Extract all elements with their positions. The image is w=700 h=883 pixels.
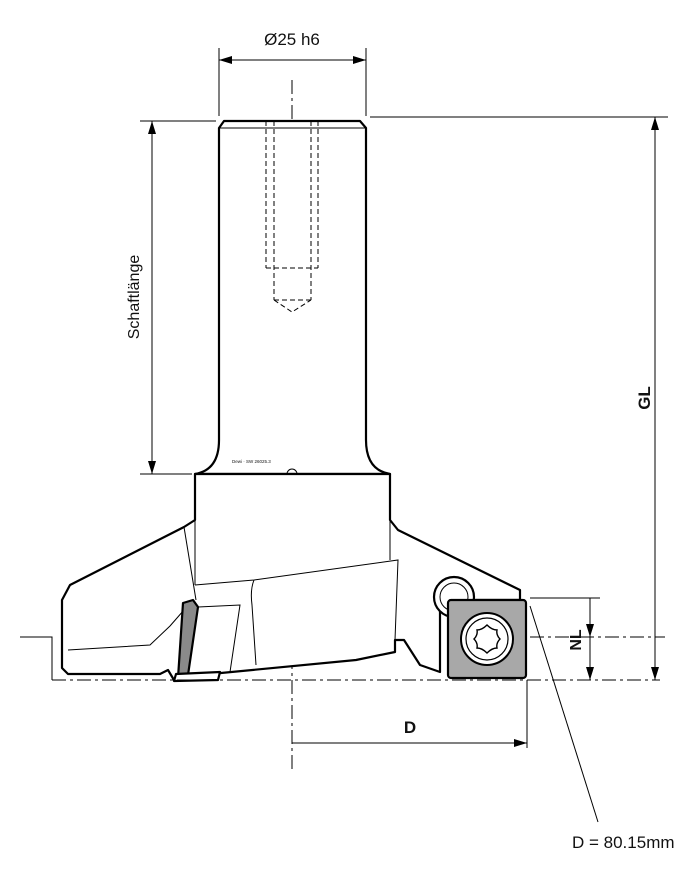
shank-diameter-label: Ø25 h6 (264, 30, 320, 49)
workpiece-line (20, 636, 53, 680)
tool-head (60, 472, 522, 682)
shank-length-label: Schaftlänge (126, 255, 143, 340)
shank-length-dimension: Schaftlänge (126, 120, 216, 475)
diameter-dim-label: D (404, 718, 416, 737)
nut-depth-label: NL (568, 629, 585, 651)
torx-screw-icon (473, 624, 501, 654)
cutting-insert-left (172, 598, 241, 683)
cutting-insert-right (432, 575, 528, 680)
diameter-dimension: D (292, 680, 528, 748)
total-length-label: GL (635, 386, 654, 410)
engraving-text: Dewi · SW 26025.3 (232, 459, 271, 464)
shank-diameter-dimension: Ø25 h6 (218, 30, 367, 116)
shank: Dewi · SW 26025.3 (193, 119, 392, 480)
diameter-leader: D = 80.15mm (529, 605, 675, 852)
nut-depth-dimension: NL (530, 597, 600, 680)
total-length-dimension: GL (370, 116, 668, 680)
diameter-value-label: D = 80.15mm (572, 833, 675, 852)
